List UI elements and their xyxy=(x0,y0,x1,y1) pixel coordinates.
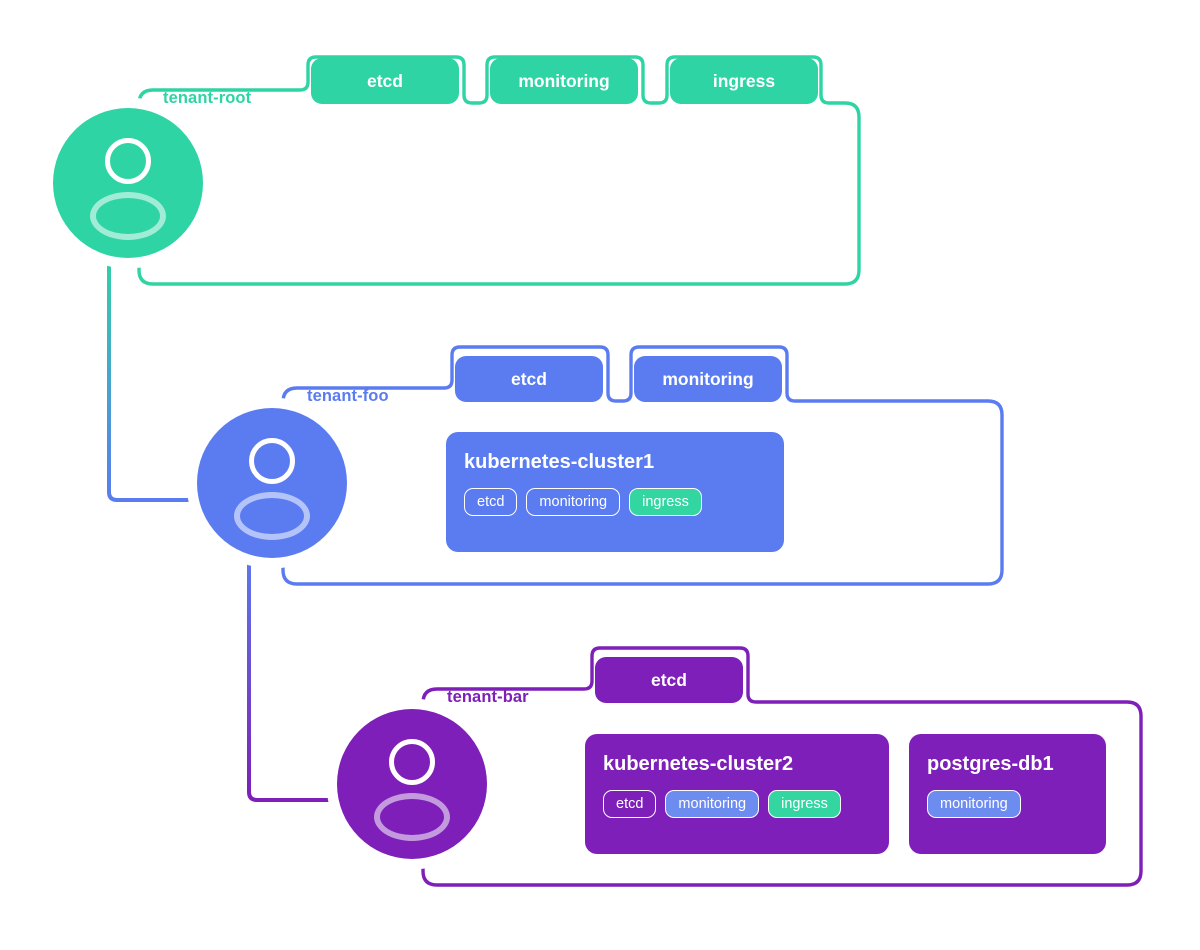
card-chip-monitoring[interactable]: monitoring xyxy=(927,790,1021,818)
tenant-foo-container-outline xyxy=(281,345,1004,586)
resource-card-kubernetes-cluster2[interactable]: kubernetes-cluster2 etcd monitoring ingr… xyxy=(585,734,889,854)
card-chip-etcd[interactable]: etcd xyxy=(464,488,518,516)
card-title: postgres-db1 xyxy=(927,753,1054,775)
tenant-bar-chip-etcd[interactable]: etcd xyxy=(595,657,743,703)
card-chip-row: etcd monitoring ingress xyxy=(603,790,871,818)
tenant-foo-label: tenant-foo xyxy=(307,387,389,405)
card-chip-row: etcd monitoring ingress xyxy=(464,488,766,516)
card-chip-ingress[interactable]: ingress xyxy=(768,790,841,818)
tenant-root-chip-ingress[interactable]: ingress xyxy=(670,58,818,104)
tenant-root-label: tenant-root xyxy=(163,89,252,107)
avatar-head-icon xyxy=(105,138,151,184)
tenant-bar-avatar[interactable] xyxy=(337,709,487,859)
avatar-body-icon xyxy=(90,192,166,240)
avatar-head-icon xyxy=(389,739,435,785)
resource-card-postgres-db1[interactable]: postgres-db1 monitoring xyxy=(909,734,1106,854)
tenant-root-container-outline xyxy=(137,55,861,286)
tenant-bar-label: tenant-bar xyxy=(447,688,529,706)
tenant-root-avatar-cutout xyxy=(42,97,214,269)
card-title: kubernetes-cluster1 xyxy=(464,451,655,473)
tenant-bar-avatar-cutout xyxy=(326,698,498,870)
tenant-bar-container-outline xyxy=(421,646,1143,887)
tenant-root-chip-monitoring[interactable]: monitoring xyxy=(490,58,638,104)
card-chip-ingress[interactable]: ingress xyxy=(629,488,702,516)
avatar-head-icon xyxy=(249,438,295,484)
avatar-body-icon xyxy=(374,793,450,841)
tenant-root-avatar[interactable] xyxy=(53,108,203,258)
card-title: kubernetes-cluster2 xyxy=(603,753,794,775)
card-chip-row: monitoring xyxy=(927,790,1088,818)
avatar-body-icon xyxy=(234,492,310,540)
card-chip-etcd[interactable]: etcd xyxy=(603,790,657,818)
resource-card-kubernetes-cluster1[interactable]: kubernetes-cluster1 etcd monitoring ingr… xyxy=(446,432,784,552)
tenant-foo-avatar-cutout xyxy=(186,397,358,569)
card-chip-monitoring[interactable]: monitoring xyxy=(665,790,760,818)
connector-foo-to-bar xyxy=(247,546,342,802)
connector-root-to-foo xyxy=(107,246,202,502)
tenant-foo-chip-etcd[interactable]: etcd xyxy=(455,356,603,402)
tenant-root-chip-etcd[interactable]: etcd xyxy=(311,58,459,104)
tenant-foo-chip-monitoring[interactable]: monitoring xyxy=(634,356,782,402)
tenant-foo-avatar[interactable] xyxy=(197,408,347,558)
card-chip-monitoring[interactable]: monitoring xyxy=(526,488,621,516)
